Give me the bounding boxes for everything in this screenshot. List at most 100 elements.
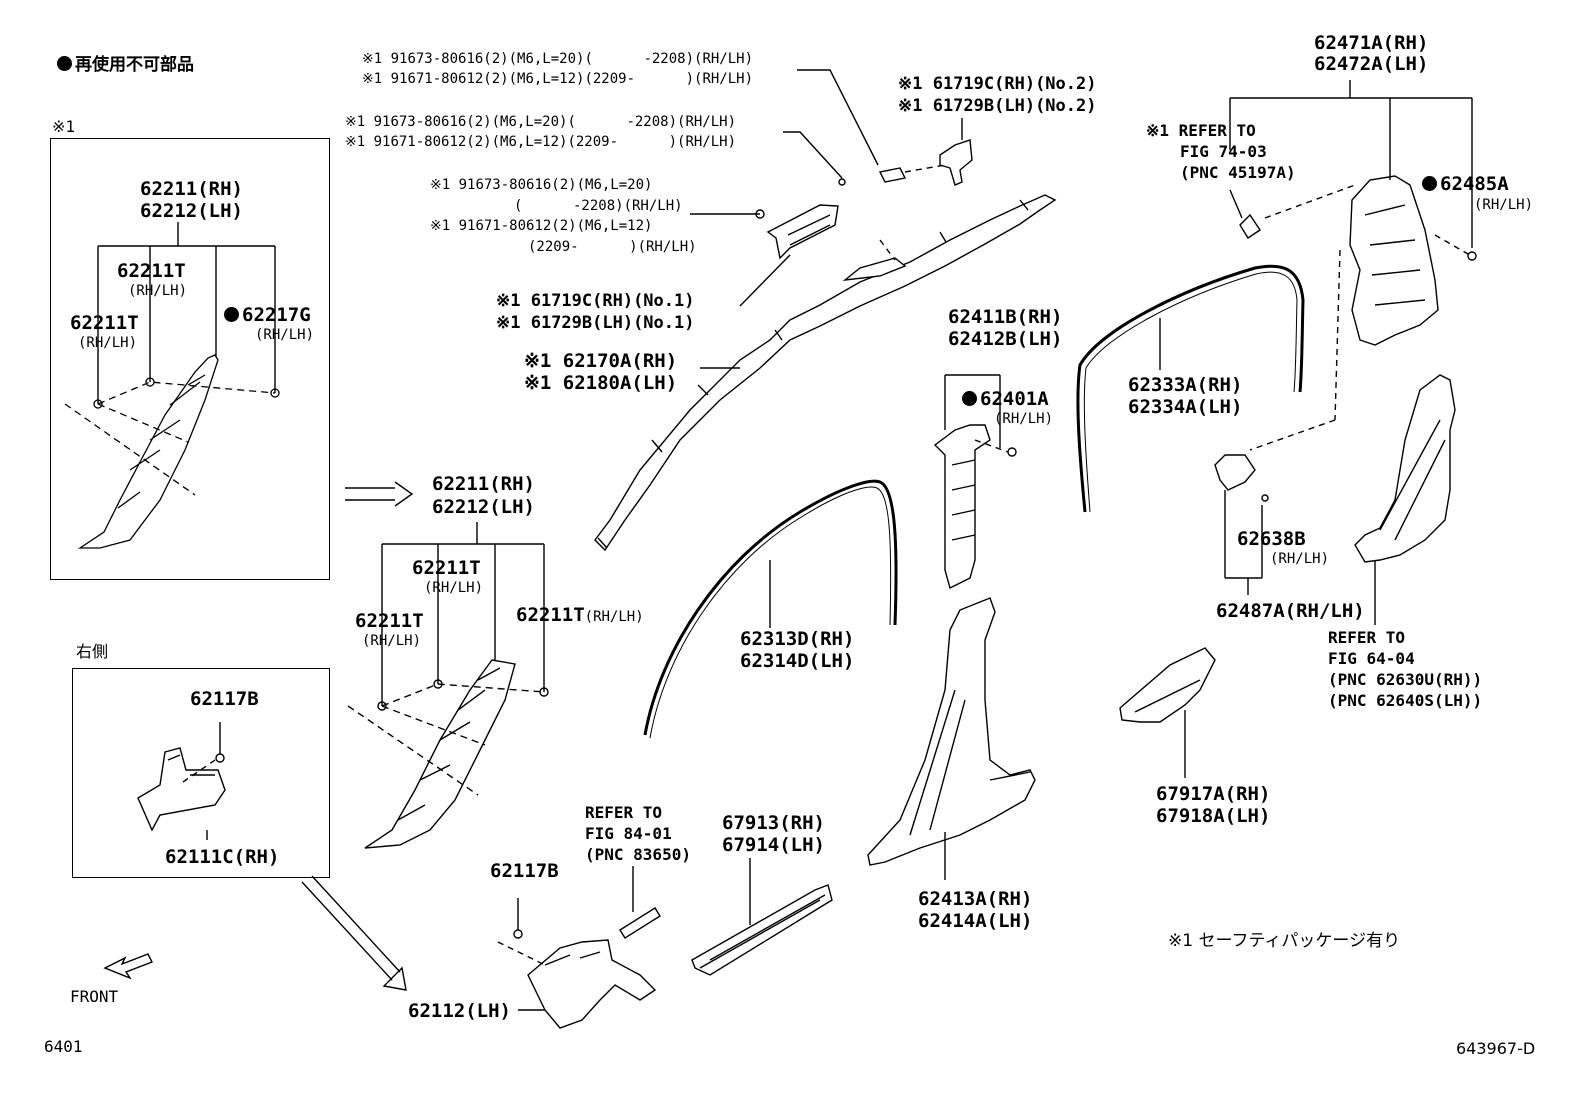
bolt-line-8: (2209- )(RH/LH): [528, 239, 697, 255]
bolt-line-6: ( -2208)(RH/LH): [514, 198, 683, 214]
b-pillar-upper-part: [933, 374, 1017, 590]
bpu-lh: 62412B(LH): [948, 328, 1063, 350]
arrows: [103, 481, 414, 991]
box1-g-text: 62217G: [242, 304, 311, 326]
ws-rear-rh: 62333A(RH): [1128, 374, 1243, 396]
box1-mark: ※1: [52, 117, 76, 136]
refer-6404-l3: (PNC 62630U(RH)): [1328, 670, 1483, 689]
nonreusable-dot-icon: [224, 307, 239, 322]
center-part-lh: 62112(LH): [408, 1000, 511, 1022]
bpu-clip-side: (RH/LH): [994, 411, 1054, 427]
box1-part-a: 62211(RH): [140, 178, 243, 200]
box2-clip: 62117B: [190, 688, 259, 710]
box1-g: 62217G: [224, 304, 311, 326]
rear-scuff-lh: 67918A(LH): [1156, 805, 1271, 827]
bracket-no2-rh: ※1 61719C(RH)(No.2): [898, 74, 1097, 94]
rp-clip-side: (RH/LH): [1474, 197, 1534, 213]
refer-6404-l1: REFER TO: [1328, 628, 1406, 647]
bpu-rh: 62411B(RH): [948, 306, 1063, 328]
refer-7403-l1: ※1 REFER TO: [1146, 121, 1256, 140]
bracket-no1-lh: ※1 61729B(LH)(No.1): [496, 313, 695, 333]
pin-part: [619, 866, 661, 939]
center-t-left-side: (RH/LH): [362, 633, 422, 649]
bpu-clip: 62401A: [962, 388, 1049, 410]
rear-quarter-part: [1354, 374, 1456, 625]
rp-lh: 62472A(LH): [1314, 53, 1429, 75]
airbag-part: [594, 194, 1057, 552]
rp-clip: 62485A: [1422, 173, 1509, 195]
center-part-a: 62211(RH): [432, 473, 535, 495]
box1-t-mid-side: (RH/LH): [128, 283, 188, 299]
box1: [50, 138, 330, 580]
footer-left-code: 6401: [44, 1037, 83, 1056]
center-t-right-side: (RH/LH): [584, 609, 644, 625]
nonreusable-dot-icon: [962, 391, 977, 406]
box2-title: 右側: [76, 642, 109, 661]
footer-right-code: 643967-D: [1456, 1039, 1536, 1058]
ws-rear-lh: 62334A(LH): [1128, 396, 1243, 418]
ws-front-rh: 62313D(RH): [740, 628, 855, 650]
bpl-rh: 62413A(RH): [918, 888, 1033, 910]
center-pillar-part: [347, 659, 549, 849]
refer-8401-l2: FIG 84-01: [585, 824, 672, 843]
refer-6404-l2: FIG 64-04: [1328, 649, 1415, 668]
center-t-right-text: 62211T: [516, 604, 585, 626]
rear-clip-a: 62638B: [1237, 528, 1306, 550]
rear-scuff-rh: 67917A(RH): [1156, 783, 1271, 805]
bolt-line-4: ※1 91671-80612(2)(M6,L=12)(2209- )(RH/LH…: [345, 134, 737, 150]
legend-note: ※1 セーフティパッケージ有り: [1168, 931, 1401, 951]
center-t-mid: 62211T: [412, 557, 481, 579]
weatherstrip-front-part: [643, 479, 898, 739]
front-label: FRONT: [70, 987, 119, 1006]
rear-clip-part: [1214, 454, 1269, 595]
scuff-lh: 67914(LH): [722, 834, 825, 856]
bracket-no2-part: [939, 118, 973, 186]
box1-t-mid: 62211T: [117, 260, 186, 282]
ws-front-lh: 62314D(LH): [740, 650, 855, 672]
airbag-lh: ※1 62180A(LH): [524, 372, 678, 394]
rp-rh: 62471A(RH): [1314, 32, 1429, 54]
box2-part: 62111C(RH): [165, 846, 280, 868]
bracket-no1-rh: ※1 61719C(RH)(No.1): [496, 291, 695, 311]
refer-6404-l4: (PNC 62640S(LH)): [1328, 691, 1483, 710]
box1-t-left-side: (RH/LH): [78, 335, 138, 351]
center-part-b: 62212(LH): [432, 496, 535, 518]
legend-text: 再使用不可部品: [75, 55, 194, 75]
kick-panel-part: [497, 898, 657, 1029]
nonreusable-dot-icon: [57, 56, 72, 71]
box1-leaders: [97, 222, 276, 404]
rear-pillar-part: [1229, 80, 1477, 451]
refer-7403-l2: FIG 74-03: [1180, 142, 1267, 161]
bolt-line-1: ※1 91673-80616(2)(M6,L=20)( -2208)(RH/LH…: [362, 51, 754, 67]
box1-part-b: 62212(LH): [140, 200, 243, 222]
center-t-right: 62211T(RH/LH): [516, 604, 644, 628]
scuff-part: [691, 858, 833, 976]
center-leaders: [381, 522, 545, 706]
bolt-line-7: ※1 91671-80612(2)(M6,L=12): [430, 218, 653, 234]
rp-clip-text: 62485A: [1440, 173, 1509, 195]
bracket-no2-lh: ※1 61729B(LH)(No.2): [898, 96, 1097, 116]
bolt-line-5: ※1 91673-80616(2)(M6,L=20): [430, 177, 653, 193]
legend-nonreusable: 再使用不可部品: [57, 54, 194, 76]
bolts-part: [690, 69, 946, 307]
center-t-mid-side: (RH/LH): [424, 580, 484, 596]
scuff-rh: 67913(RH): [722, 812, 825, 834]
box1-pillar-part: [64, 354, 280, 549]
airbag-rh: ※1 62170A(RH): [524, 350, 678, 372]
refer-7403-l3: (PNC 45197A): [1180, 163, 1296, 182]
bpl-lh: 62414A(LH): [918, 910, 1033, 932]
bolt-line-2: ※1 91671-80612(2)(M6,L=12)(2209- )(RH/LH…: [362, 71, 754, 87]
box1-g-side: (RH/LH): [255, 327, 315, 343]
rear-scuff-part: [1119, 647, 1216, 778]
rear-clip-a-side: (RH/LH): [1270, 551, 1330, 567]
center-clip: 62117B: [490, 860, 559, 882]
bolt-line-3: ※1 91673-80616(2)(M6,L=20)( -2208)(RH/LH…: [345, 114, 737, 130]
weatherstrip-rear-part: [1076, 264, 1305, 513]
center-t-left: 62211T: [355, 610, 424, 632]
box2-part: [137, 722, 226, 840]
b-pillar-lower-part: [867, 597, 1036, 880]
box2: [72, 668, 330, 878]
nonreusable-dot-icon: [1422, 176, 1437, 191]
box1-t-left: 62211T: [70, 312, 139, 334]
